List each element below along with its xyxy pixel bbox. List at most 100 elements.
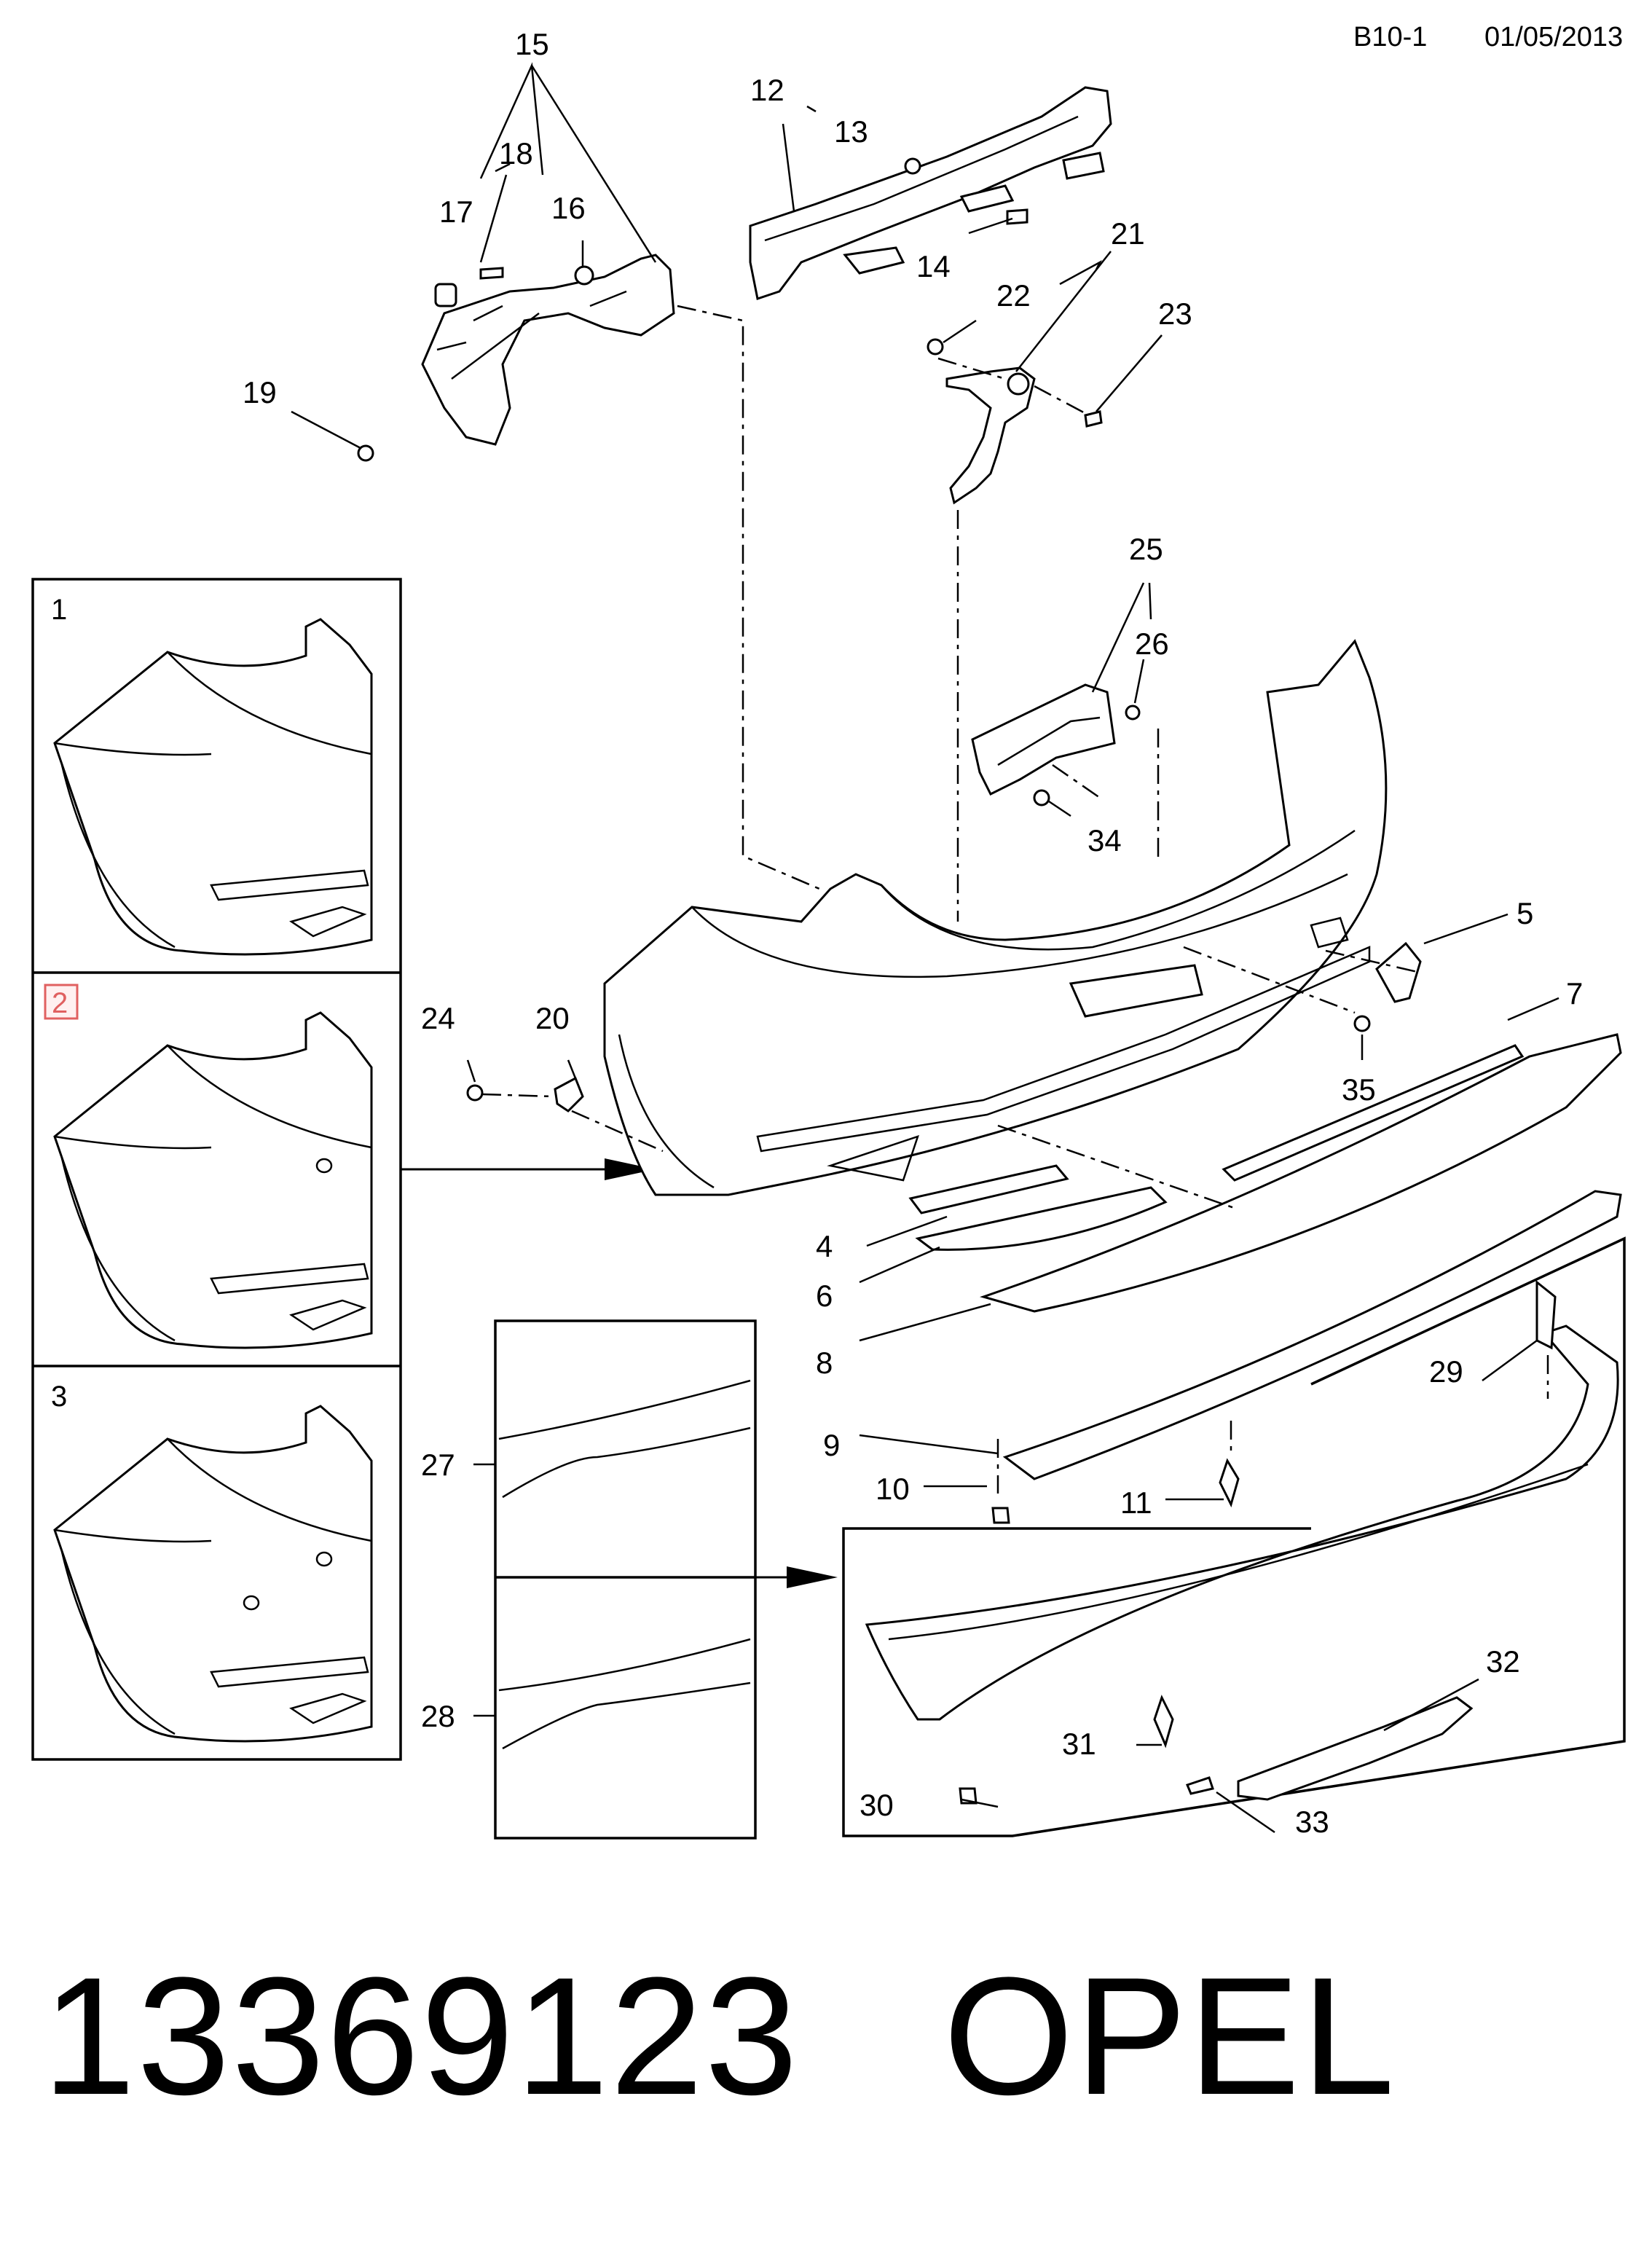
variant-panel-1[interactable]: 1	[51, 594, 373, 956]
variant-panels: 1 2 3	[31, 578, 402, 1761]
assembly-guide-lines	[481, 305, 1549, 1494]
diffuser-line	[888, 1463, 1589, 1641]
reinforcement-foot	[843, 246, 905, 275]
valance-push-pin	[1153, 1695, 1174, 1749]
callout-label: 33	[1295, 1805, 1329, 1839]
diffuser-detail	[289, 906, 367, 938]
callout-label: 31	[1062, 1727, 1096, 1761]
callout-labels: 4 5 6 7 8 9 10 11 12 13 14 15 16 17 18 1…	[243, 27, 1583, 1839]
callout-label: 11	[1120, 1486, 1152, 1520]
rear-diffuser-valance	[865, 1324, 1619, 1721]
upper-trim-strip	[1222, 1044, 1525, 1182]
valance-detail-frame	[842, 1236, 1626, 1837]
parking-sensor-hole	[315, 1158, 333, 1174]
bumper-fascia-body	[603, 639, 1388, 1196]
bracket-screw	[479, 267, 504, 280]
fascia-screw	[1353, 1015, 1371, 1032]
bracket-nut	[574, 265, 594, 286]
bumper-crease-line	[167, 1045, 372, 1149]
callout-label: 29	[1429, 1354, 1463, 1389]
upper-center-reinforcement-group	[749, 86, 1112, 300]
callout-leader-lines	[291, 62, 1559, 1834]
callout-label: 24	[421, 1001, 455, 1035]
bumper-edge-line	[54, 742, 212, 756]
bracket-detail	[436, 290, 627, 351]
parking-sensor-hole	[243, 1595, 260, 1611]
callout-label: 4	[816, 1229, 833, 1263]
fascia-upper-line	[881, 829, 1356, 951]
bracket-hole	[1007, 372, 1030, 396]
callout-label: 21	[1111, 216, 1145, 251]
reinforcement-nut	[904, 157, 921, 175]
callout-label: 20	[535, 1001, 570, 1035]
page-date: 01/05/2013	[1484, 22, 1624, 52]
fascia-crease-line	[691, 873, 1348, 978]
bumper-crease-line	[167, 1438, 372, 1542]
bumper-corner	[53, 1011, 373, 1349]
variant-panel-label: 2	[52, 987, 68, 1019]
callout-label: 19	[243, 375, 277, 409]
callout-label: 16	[551, 191, 586, 225]
callout-label: 17	[439, 195, 473, 229]
callout-label: 9	[823, 1428, 840, 1462]
detail-line	[498, 1638, 751, 1692]
callout-label: 18	[499, 136, 533, 170]
parking-sensor-hole	[315, 1551, 333, 1567]
panel-to-bumper-arrow	[401, 1158, 656, 1180]
variant-panel-3[interactable]: 3	[51, 1381, 373, 1743]
variant-panel-label: 1	[51, 594, 67, 626]
reinforcement-ridge	[764, 115, 1079, 242]
callout-label: 27	[421, 1448, 455, 1482]
bracket-detail	[451, 313, 540, 380]
bracket-screw	[1033, 789, 1050, 806]
callout-label: 13	[834, 114, 868, 149]
reflector-strip	[210, 1263, 369, 1295]
molding-insert	[908, 1164, 1069, 1214]
brand-name: OPEL	[943, 1942, 1396, 2130]
detail-box-27-28	[494, 1319, 838, 1840]
callout-label: 28	[421, 1699, 455, 1733]
left-bumper-bracket	[421, 254, 675, 446]
skid-plate-clip	[1185, 1776, 1214, 1795]
bracket-bolt	[357, 444, 374, 462]
valance-clip	[991, 1507, 1010, 1524]
callout-label: 26	[1135, 627, 1169, 661]
callout-label: 22	[996, 278, 1031, 313]
diffuser-detail	[289, 1299, 367, 1331]
callout-label: 25	[1129, 532, 1163, 566]
fascia-side-line	[618, 1034, 715, 1189]
license-lamp-recess	[1069, 964, 1203, 1018]
bracket-nut	[927, 338, 944, 356]
center-guide-bracket-group	[971, 683, 1141, 806]
callout-label: 14	[916, 249, 951, 283]
rear-bumper-reinforcement	[749, 86, 1112, 300]
tow-hook-cover	[1375, 941, 1422, 1003]
diffuser-detail	[289, 1692, 367, 1724]
side-guide-screw	[466, 1084, 484, 1102]
variant-panel-2[interactable]: 2	[44, 984, 373, 1349]
bracket-detail	[997, 716, 1101, 766]
valance-push-pin	[1219, 1458, 1240, 1508]
bracket-clip	[434, 283, 457, 307]
rear-bumper-fascia	[603, 639, 1388, 1196]
bracket-clip	[1125, 705, 1141, 721]
lower-valance-panel	[979, 1033, 1622, 1313]
variant-panel-label: 3	[51, 1381, 67, 1413]
callout-label: 8	[816, 1346, 833, 1380]
upper-left-bracket-group	[357, 254, 675, 462]
side-guide-retainer	[554, 1076, 584, 1112]
bracket-screw	[1084, 410, 1103, 428]
part-number-footer: 13369123 OPEL	[42, 1952, 1396, 2120]
reinforcement-bolt	[1006, 208, 1028, 225]
center-guide-bracket	[971, 683, 1116, 796]
bottom-valance	[1002, 1190, 1622, 1480]
bumper-corner	[53, 618, 373, 956]
callout-label: 15	[515, 27, 549, 61]
bumper-edge-line	[54, 1528, 212, 1543]
lower-molding	[915, 1186, 1168, 1251]
callout-label: 30	[860, 1788, 894, 1822]
right-side-bracket-group	[927, 338, 1103, 505]
part-number: 13369123	[42, 1942, 800, 2130]
callout-label: 32	[1486, 1644, 1520, 1679]
